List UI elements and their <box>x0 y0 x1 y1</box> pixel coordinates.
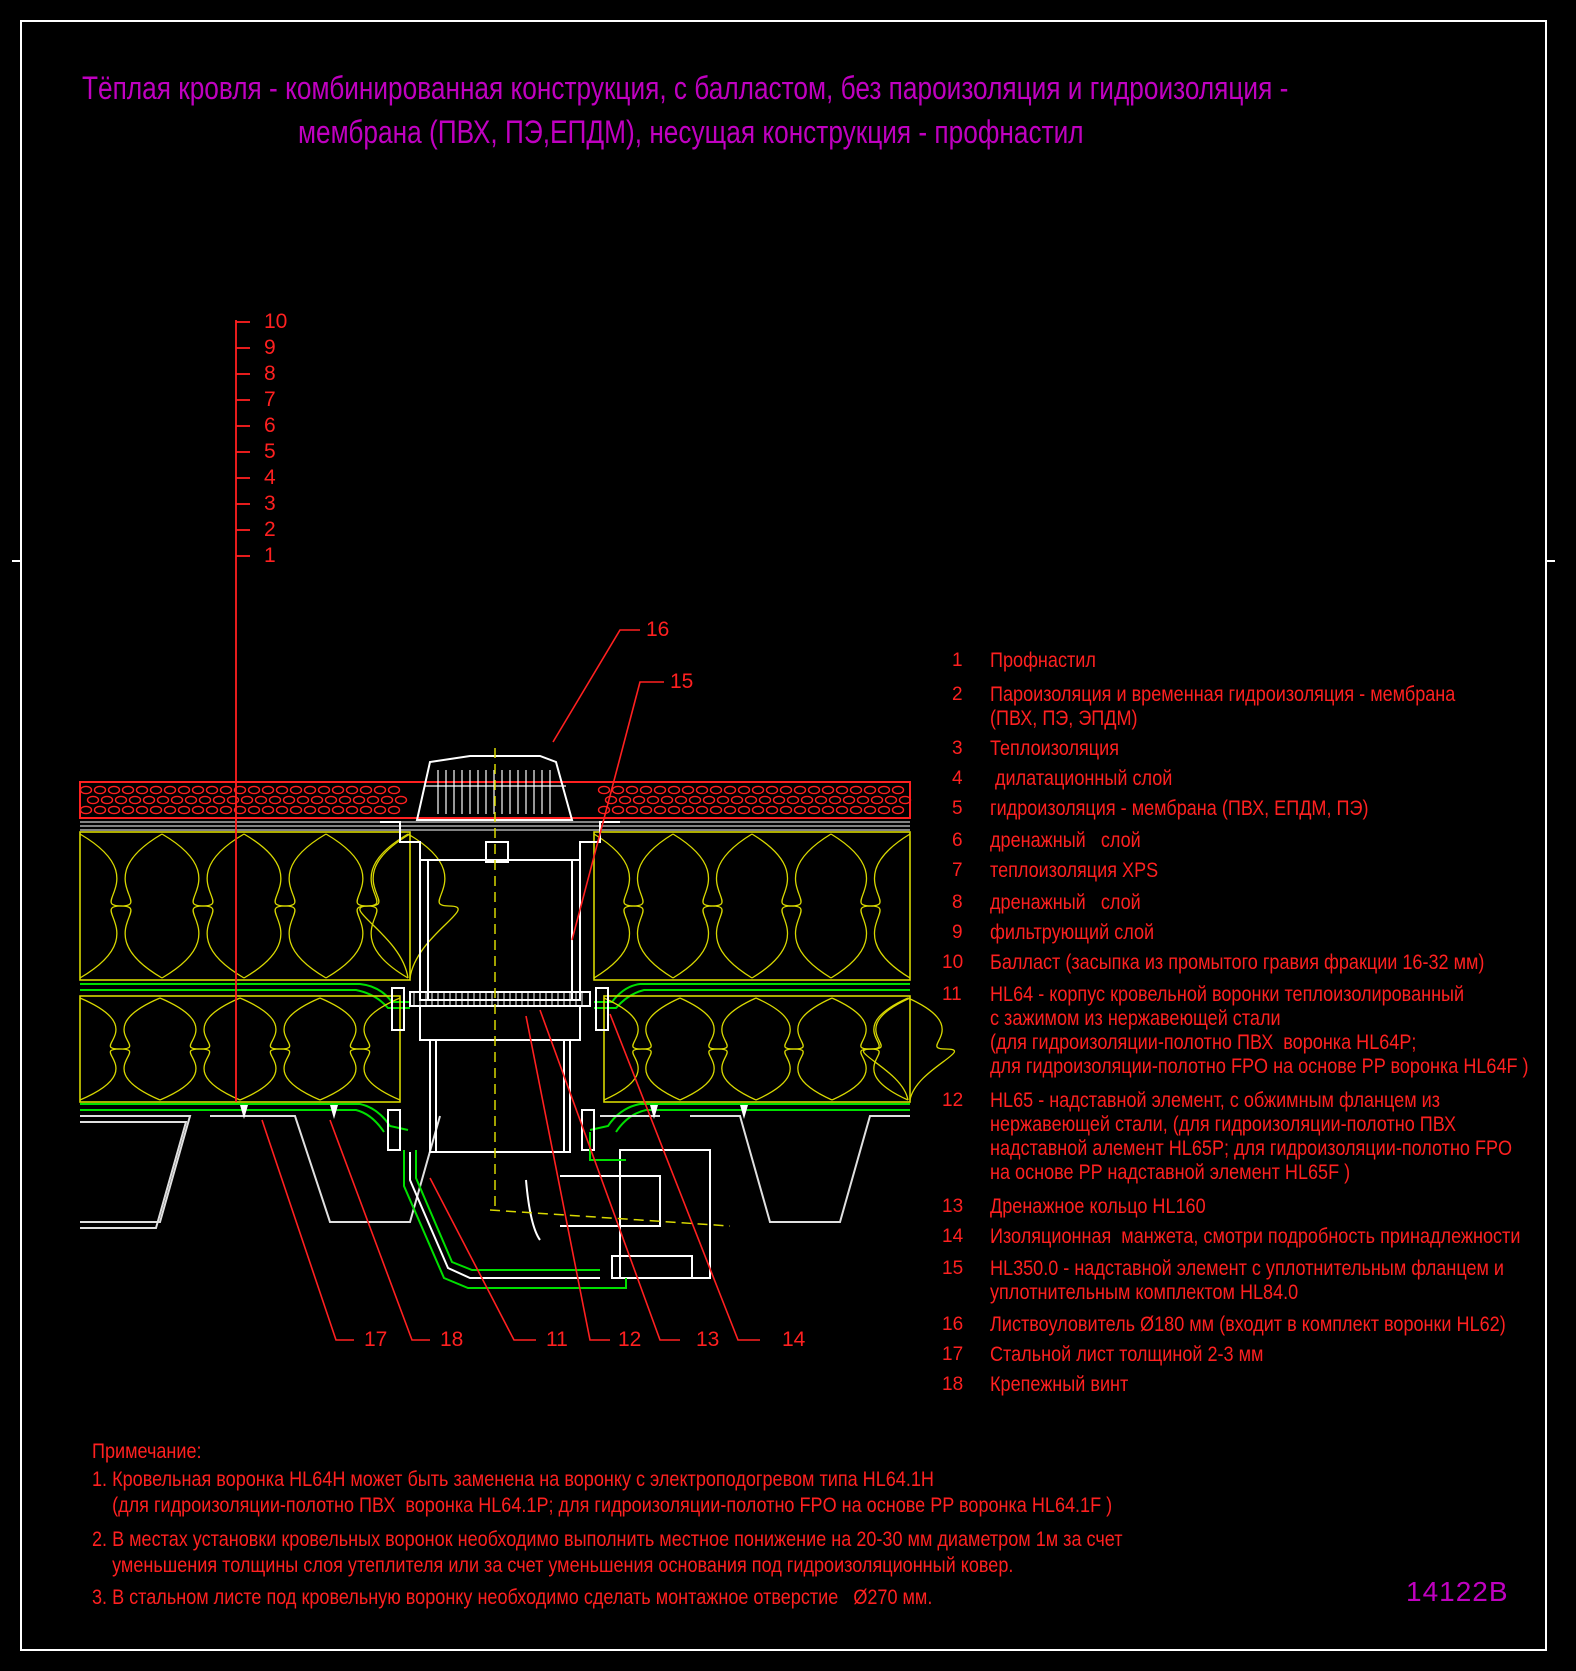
legend-text: Балласт (засыпка из промытого гравия фра… <box>990 951 1485 974</box>
legend-text: уплотнительным комплектом HL84.0 <box>990 1281 1299 1304</box>
centre-lines <box>489 748 731 1227</box>
legend-number: 17 <box>942 1344 964 1365</box>
legend-text: Теплоизоляция <box>990 737 1119 760</box>
legend-number: 16 <box>942 1314 964 1335</box>
frame-mark-left <box>12 560 22 562</box>
layer-scale-number: 10 <box>264 310 288 333</box>
note-3: 3. В стальном листе под кровельную ворон… <box>92 1586 933 1609</box>
callout-15: 15 <box>670 670 694 693</box>
roof-drain-body <box>380 755 711 1279</box>
legend-text: дренажный слой <box>990 829 1141 852</box>
legend-text: Профнастил <box>990 649 1096 672</box>
legend-text: дренажный слой <box>990 891 1141 914</box>
drawing-title-line-1: Тёплая кровля - комбинированная конструк… <box>82 70 1289 106</box>
legend-number: 11 <box>942 984 962 1005</box>
legend-text: Листвоуловитель Ø180 мм (входит в компле… <box>990 1313 1506 1336</box>
legend-text: фильтрующий слой <box>990 921 1155 944</box>
legend-number: 15 <box>942 1258 964 1279</box>
legend-number: 14 <box>942 1226 964 1247</box>
legend-number: 12 <box>942 1090 964 1111</box>
layer-scale-number: 1 <box>264 544 276 567</box>
callout-leaders <box>261 629 760 1341</box>
legend-text: с зажимом из нержавеющей стали <box>990 1007 1281 1030</box>
layer-scale-number: 2 <box>264 518 276 541</box>
legend-text: Стальной лист толщиной 2-3 мм <box>990 1343 1264 1366</box>
legend-text: HL65 - надставной элемент, с обжимным фл… <box>990 1089 1440 1112</box>
legend-number: 18 <box>942 1374 964 1395</box>
legend-number: 9 <box>952 922 963 943</box>
note-2-continued: уменьшения толщины слоя утеплителя или з… <box>92 1554 1014 1577</box>
lower-mineral-insulation <box>79 995 955 1103</box>
legend-text: (ПВХ, ПЭ, ЭПДМ) <box>990 707 1138 730</box>
layer-scale-number: 5 <box>264 440 276 463</box>
callout-16: 16 <box>646 618 670 641</box>
legend-text: HL350.0 - надставной элемент с уплотните… <box>990 1257 1505 1280</box>
legend-text: теплоизоляция XPS <box>990 859 1159 882</box>
callout-13: 13 <box>696 1328 720 1351</box>
legend-number: 7 <box>952 860 963 881</box>
note-2: 2. В местах установки кровельных воронок… <box>92 1528 1123 1551</box>
note-1: 1. Кровельная воронка HL64H может быть з… <box>92 1468 934 1491</box>
legend-number: 1 <box>952 650 963 671</box>
notes-heading: Примечание: <box>92 1440 202 1463</box>
legend-text: гидроизоляция - мембрана (ПВХ, ЕПДМ, ПЭ) <box>990 797 1369 820</box>
callout-17: 17 <box>364 1328 388 1351</box>
frame-mark-right <box>1545 560 1555 562</box>
note-1-continued: (для гидроизоляции-полотно ПВХ воронка H… <box>92 1494 1113 1517</box>
callout-14: 14 <box>782 1328 806 1351</box>
legend-text: Изоляционная манжета, смотри подробность… <box>990 1225 1521 1248</box>
legend-text: нержавеющей стали, (для гидроизоляции-по… <box>990 1113 1457 1136</box>
legend-text: надставной алемент HL65P; для гидроизоля… <box>990 1137 1513 1160</box>
fastening-screws <box>240 1105 748 1119</box>
drawing-frame <box>20 20 1547 1651</box>
callout-18: 18 <box>440 1328 464 1351</box>
callout-12: 12 <box>618 1328 642 1351</box>
legend-number: 5 <box>952 798 963 819</box>
legend-text: Дренажное кольцо HL160 <box>990 1195 1206 1218</box>
layer-scale-number: 8 <box>264 362 276 385</box>
legend-number: 3 <box>952 738 963 759</box>
layer-scale-number: 9 <box>264 336 276 359</box>
layer-scale-number: 4 <box>264 466 276 489</box>
drawing-code: 14122B <box>1406 1576 1509 1607</box>
legend-text: Крепежный винт <box>990 1373 1129 1396</box>
legend-text: для гидроизоляции-полотно FPO на основе … <box>990 1055 1529 1078</box>
layer-scale-number: 3 <box>264 492 276 515</box>
layer-scale-leader <box>235 320 250 1102</box>
drawing-title-line-2: мембрана (ПВХ, ПЭ,ЕПДМ), несущая констру… <box>298 114 1084 150</box>
legend-text: на основе PP надставной элемент HL65F ) <box>990 1161 1351 1184</box>
callout-11: 11 <box>546 1328 568 1351</box>
legend-number: 6 <box>952 830 963 851</box>
legend-text: HL64 - корпус кровельной воронки теплоиз… <box>990 983 1465 1006</box>
layer-scale-number: 7 <box>264 388 276 411</box>
insulation-sleeve <box>403 1132 627 1289</box>
layer-scale-number: 6 <box>264 414 276 437</box>
legend-number: 8 <box>952 892 963 913</box>
legend-text: дилатационный слой <box>990 767 1173 790</box>
legend-number: 13 <box>942 1196 964 1217</box>
upper-xps-insulation <box>79 831 911 981</box>
legend-text: Пароизоляция и временная гидроизоляция -… <box>990 683 1456 706</box>
legend-text: (для гидроизоляции-полотно ПВХ воронка H… <box>990 1031 1417 1054</box>
legend-number: 2 <box>952 684 963 705</box>
legend-number: 4 <box>952 768 963 789</box>
legend-number: 10 <box>942 952 964 973</box>
